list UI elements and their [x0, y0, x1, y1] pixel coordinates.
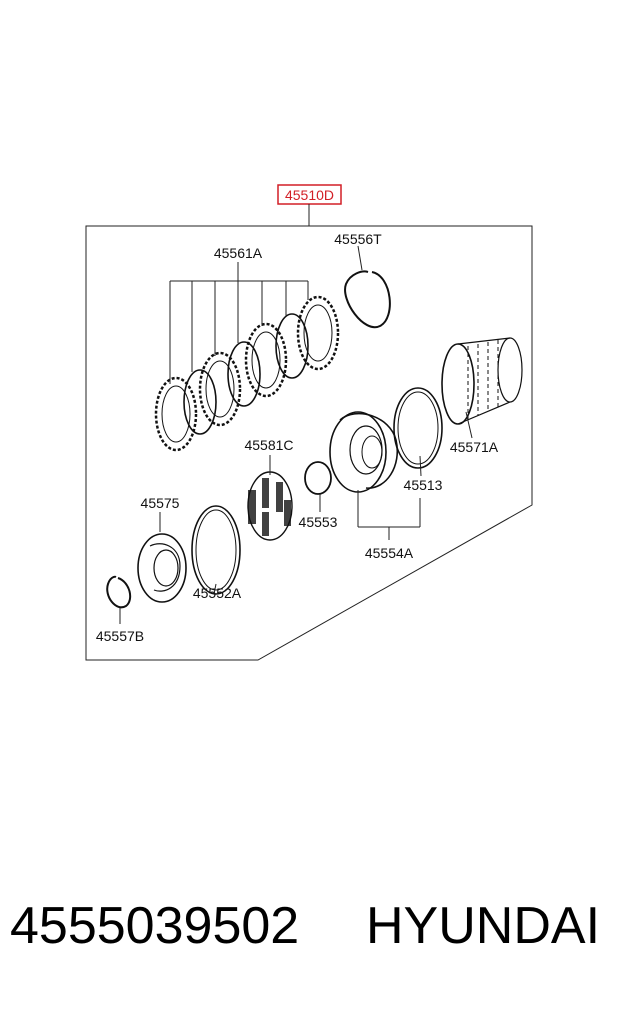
part-number: 4555039502: [10, 897, 300, 955]
footer: 4555039502 HYUNDAI: [0, 900, 620, 980]
leader-45561A: [169, 262, 309, 384]
label-45552A[interactable]: 45552A: [193, 585, 242, 601]
snap-ring-45553: [304, 461, 332, 495]
label-45513[interactable]: 45513: [404, 477, 443, 493]
clutch-plate-stack: [154, 295, 340, 452]
label-45557B[interactable]: 45557B: [96, 628, 144, 644]
label-45571A[interactable]: 45571A: [450, 439, 499, 455]
snap-ring-45557B: [106, 575, 132, 609]
label-45556T[interactable]: 45556T: [334, 231, 382, 247]
seal-ring-45513: [393, 387, 443, 469]
piston-45554A: [329, 411, 399, 493]
spring-retainer-45581C: [247, 471, 293, 541]
label-45581C[interactable]: 45581C: [244, 437, 293, 453]
seal-ring-45552A: [191, 505, 241, 595]
assembly-label[interactable]: 45510D: [285, 187, 334, 203]
brand-name: HYUNDAI: [366, 897, 601, 955]
leader-45554A: [357, 490, 421, 540]
drum-45571A: [441, 337, 523, 425]
hub-45575: [137, 533, 187, 603]
label-45561A[interactable]: 45561A: [214, 245, 263, 261]
assembly-frame: [85, 204, 533, 661]
label-45553[interactable]: 45553: [299, 514, 338, 530]
label-45554A[interactable]: 45554A: [365, 545, 414, 561]
label-45575[interactable]: 45575: [141, 495, 180, 511]
snap-ring-45556T: [344, 270, 391, 329]
